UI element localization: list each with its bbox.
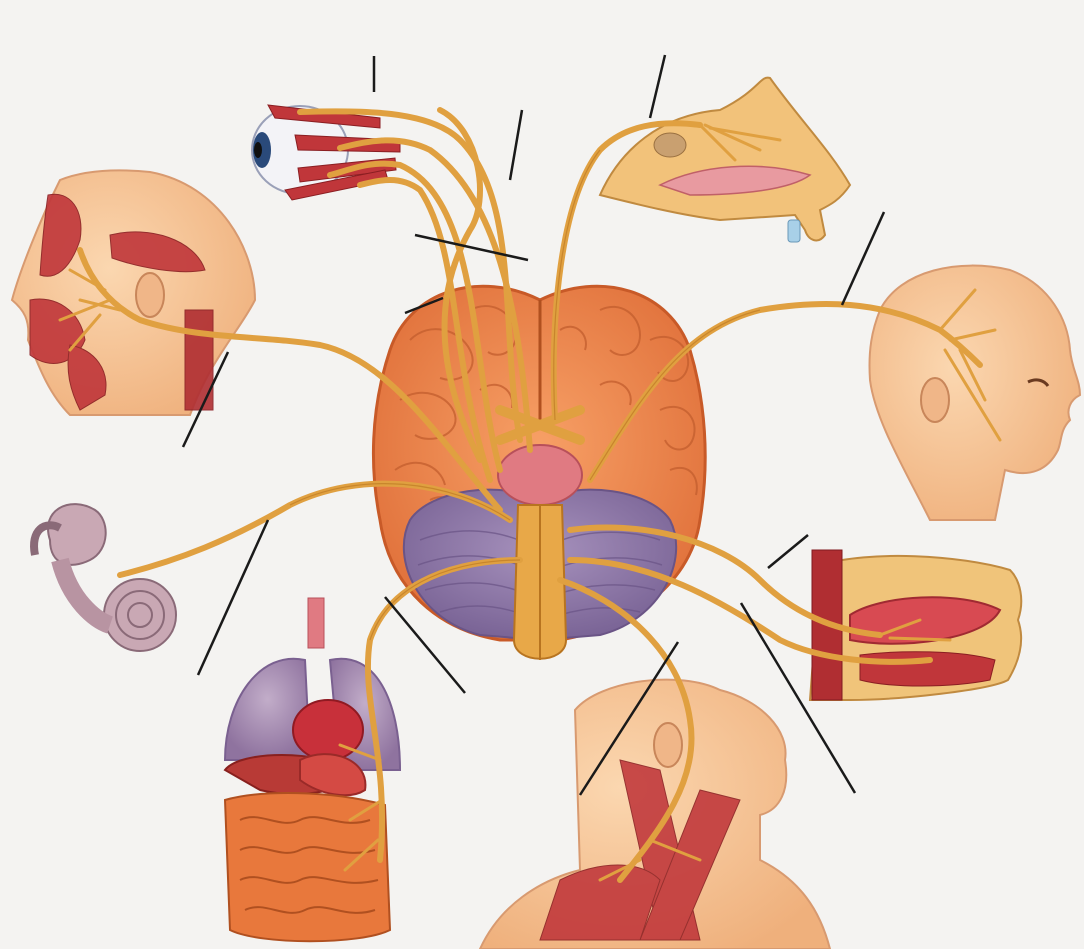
pupil [254, 142, 262, 158]
cochlea [104, 579, 176, 651]
nostril-drop [788, 220, 800, 242]
intestines [225, 793, 390, 941]
ear-left-face [136, 273, 164, 317]
ear-right-face [921, 378, 949, 422]
sinus [654, 133, 686, 157]
floor-of-mouth [860, 652, 995, 686]
trachea [308, 598, 324, 648]
pons [498, 445, 582, 505]
ear-neck [654, 723, 682, 767]
semicircular-canals [48, 504, 106, 565]
